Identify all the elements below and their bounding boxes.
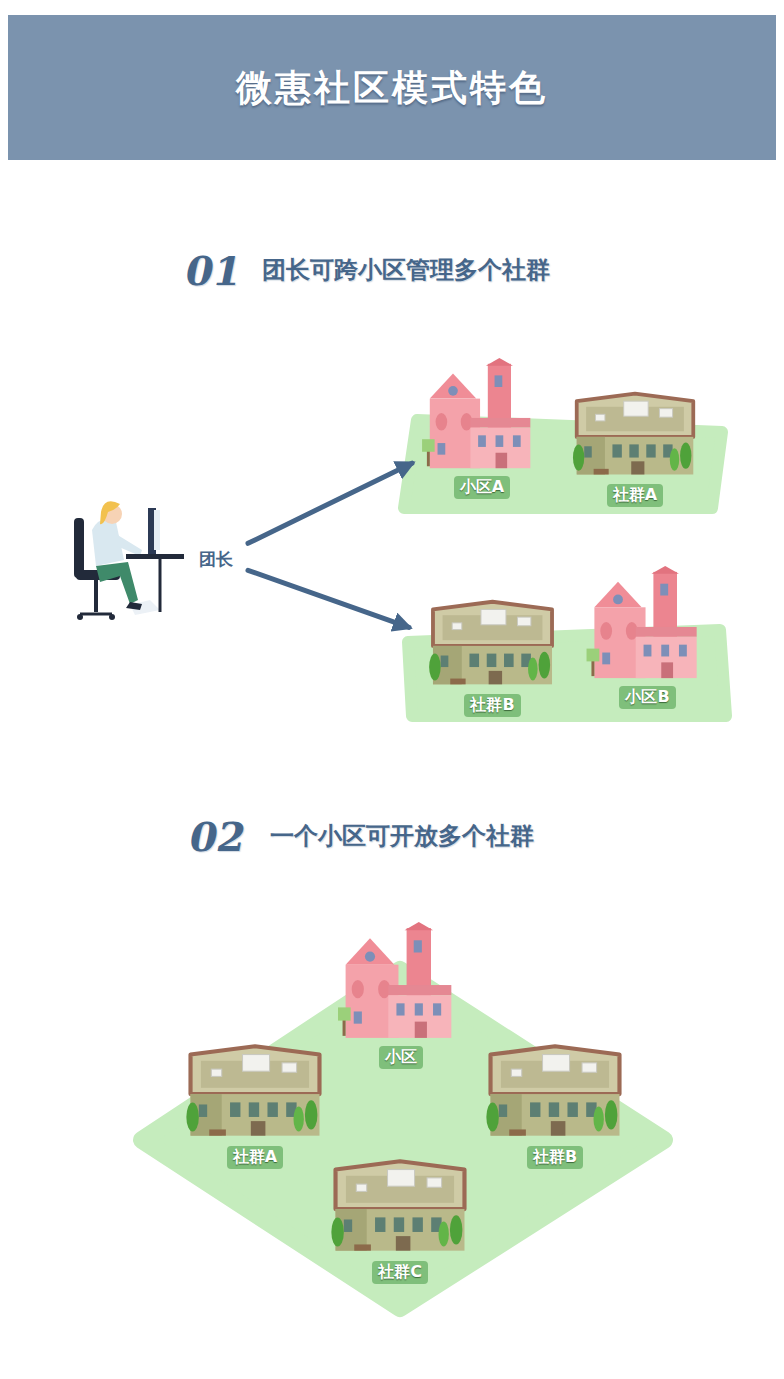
community-building: 社群A (180, 1040, 330, 1170)
place-label: 社群B (464, 694, 520, 717)
community-building: 社群B (415, 596, 570, 718)
section-heading: 一个小区可开放多个社群 (270, 820, 534, 852)
building-drawing (560, 388, 710, 482)
building-drawing (338, 922, 463, 1044)
arrow-connector (248, 463, 412, 543)
section-number: 02 (190, 813, 246, 860)
building-drawing (180, 1040, 330, 1144)
building-drawing (480, 1040, 630, 1144)
building-drawing (585, 566, 710, 684)
role-label: 团长 (199, 548, 233, 571)
residential-building: 小区 (338, 922, 463, 1070)
place-label: 小区A (454, 476, 510, 499)
section-heading: 团长可跨小区管理多个社群 (262, 254, 550, 286)
place-label: 社群B (527, 1146, 583, 1169)
arrow-connector (248, 570, 409, 627)
place-label: 社群A (227, 1146, 283, 1169)
community-building: 社群B (480, 1040, 630, 1170)
residential-building: 小区A (418, 358, 546, 500)
community-building: 社群A (560, 388, 710, 508)
person-figure (74, 501, 184, 620)
residential-building: 小区B (585, 566, 710, 710)
building-drawing (325, 1155, 475, 1259)
place-label: 小区B (619, 686, 675, 709)
building-drawing (415, 596, 570, 692)
building-drawing (418, 358, 546, 474)
page-title: 微惠社区模式特色 (0, 64, 784, 113)
role-label-box: 团长 (192, 544, 240, 574)
place-label: 社群C (372, 1261, 428, 1284)
place-label: 社群A (607, 484, 663, 507)
section-number: 01 (186, 247, 242, 294)
community-building: 社群C (325, 1155, 475, 1285)
place-label: 小区 (379, 1046, 423, 1069)
